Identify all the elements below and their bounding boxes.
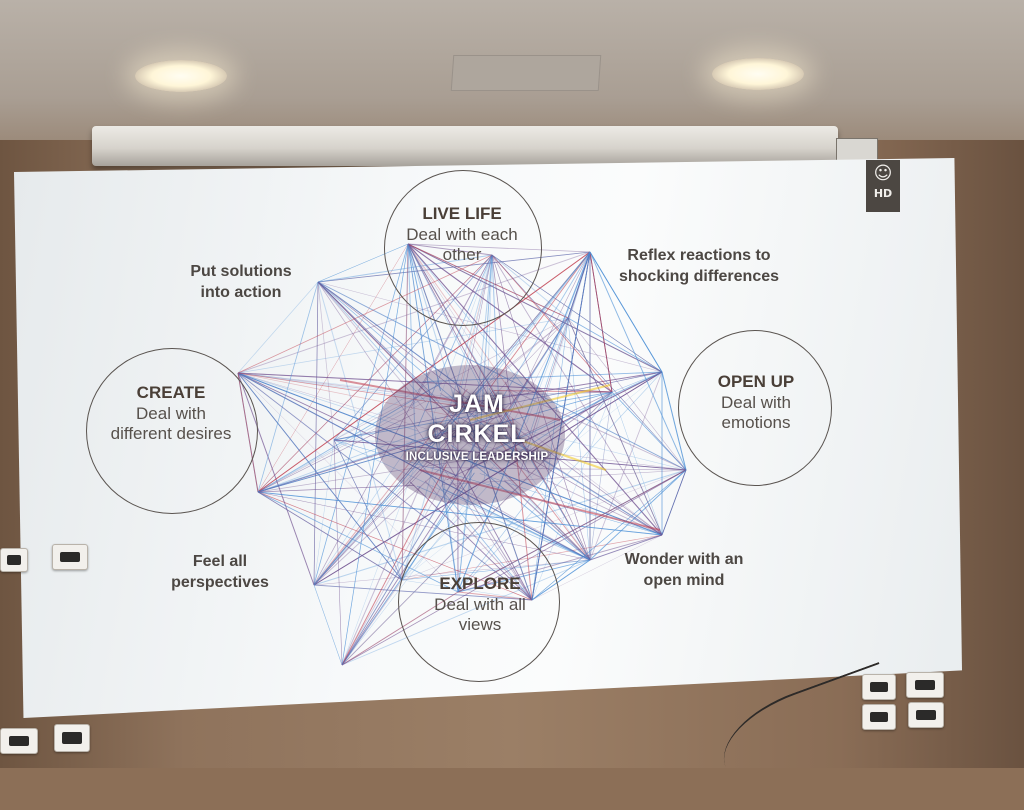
- burst-line: [590, 470, 686, 560]
- live-life-title: LIVE LIFE: [384, 204, 540, 225]
- wall-outlet: [908, 702, 944, 728]
- statement-wonder-line1: Wonder with an: [625, 551, 744, 568]
- create-line2: different desires: [86, 424, 256, 445]
- live-life-line1: Deal with each: [384, 225, 540, 246]
- burst-line: [238, 318, 568, 373]
- statement-feel-line2: perspectives: [171, 574, 269, 591]
- live-life-line2: other: [384, 245, 540, 266]
- hd-logo-label: HD: [866, 186, 900, 202]
- open-up-line1: Deal with: [682, 393, 830, 414]
- wall-outlet: [0, 548, 28, 572]
- create-line1: Deal with: [86, 404, 256, 425]
- open-up-line2: emotions: [682, 413, 830, 434]
- statement-reflex-reactions: Reflex reactions to shocking differences: [604, 246, 794, 288]
- statement-feel-line1: Feel all: [193, 553, 247, 570]
- wall-outlet: [52, 544, 88, 570]
- statement-put-solutions: Put solutions into action: [172, 262, 310, 304]
- create-title: CREATE: [86, 383, 256, 404]
- statement-reflex-line1: Reflex reactions to: [627, 247, 770, 264]
- wall-outlet: [54, 724, 90, 752]
- circle-label-open-up: OPEN UP Deal with emotions: [682, 372, 830, 434]
- hd-logo-badge: ☺ HD: [866, 160, 900, 212]
- explore-line2: views: [402, 615, 558, 636]
- circle-label-create: CREATE Deal with different desires: [86, 383, 256, 445]
- open-up-title: OPEN UP: [682, 372, 830, 393]
- figure-icon: ☺: [866, 162, 900, 186]
- statement-put-solutions-line2: into action: [201, 284, 282, 301]
- statement-wonder-line2: open mind: [644, 572, 725, 589]
- burst-line: [612, 392, 686, 470]
- burst-line: [568, 318, 662, 372]
- explore-title: EXPLORE: [402, 574, 558, 595]
- central-title-line2: CIRKEL: [372, 419, 582, 449]
- central-title-block: JAM CIRKEL INCLUSIVE LEADERSHIP: [372, 389, 582, 463]
- wall-outlet: [0, 728, 38, 754]
- explore-line1: Deal with all: [402, 595, 558, 616]
- burst-line: [314, 585, 342, 665]
- statement-wonder: Wonder with an open mind: [602, 550, 766, 592]
- central-title-line1: JAM: [372, 389, 582, 419]
- circle-label-explore: EXPLORE Deal with all views: [402, 574, 558, 636]
- statement-put-solutions-line1: Put solutions: [190, 263, 291, 280]
- central-subtitle: INCLUSIVE LEADERSHIP: [372, 451, 582, 463]
- wall-outlet: [906, 672, 944, 698]
- circle-label-live-life: LIVE LIFE Deal with each other: [384, 204, 540, 266]
- burst-line: [612, 392, 662, 535]
- statement-reflex-line2: shocking differences: [619, 268, 779, 285]
- statement-feel-all: Feel all perspectives: [150, 552, 290, 594]
